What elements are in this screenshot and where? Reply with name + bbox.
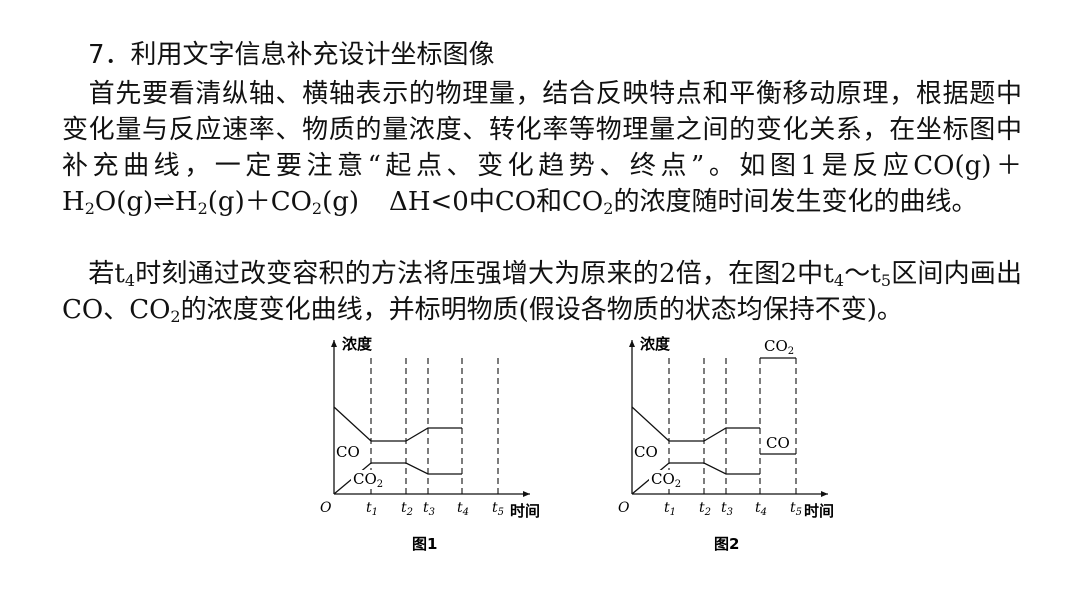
fig1-origin: O (320, 500, 332, 516)
paragraph-1: 首先要看清纵轴、横轴表示的物理量，结合反映特点和平衡移动原理，根据题中变化量与反… (62, 79, 1022, 218)
fig2-co2-label-bg (649, 470, 683, 489)
fig2-co-label-bg (633, 443, 657, 460)
fig1-tick-t4: t4 (457, 500, 469, 518)
fig1-tick-t5: t5 (492, 500, 504, 518)
fig2-tick-t4: t4 (755, 500, 767, 518)
fig2-caption: 图2 (714, 535, 739, 553)
fig2-co-new-label: CO (766, 434, 790, 452)
figure-1 (331, 340, 530, 497)
fig2-y-label: 浓度 (640, 335, 671, 353)
fig2-tick-t1: t1 (664, 500, 676, 518)
fig1-caption: 图1 (412, 535, 437, 553)
fig2-tick-t2: t2 (699, 500, 711, 518)
fig2-co-curve (631, 406, 760, 442)
fig1-tick-t1: t1 (366, 500, 378, 518)
fig1-co-curve (333, 406, 462, 442)
fig1-y-label: 浓度 (342, 335, 373, 353)
para1-text-a: 首先要看清纵轴、横轴表示的物理量，结合反映特点和平衡移动原理，根据题中变化量与反… (62, 79, 1022, 217)
paragraph-2: 若t4时刻通过改变容积的方法将压强增大为原来的2倍，在图2中t4～t5区间内画出… (62, 259, 1022, 326)
fig1-tick-t3: t3 (423, 500, 435, 518)
fig1-co2-label-bg (351, 470, 385, 489)
fig1-x-label: 时间 (510, 502, 540, 520)
para2-text-a: 若t (88, 259, 125, 289)
fig2-origin: O (618, 500, 630, 516)
fig2-tick-t3: t3 (721, 500, 733, 518)
fig1-co-label-bg (335, 443, 359, 460)
fig2-co2-new-label: CO2 (764, 337, 794, 357)
fig2-x-label: 时间 (804, 502, 834, 520)
fig1-co-label: CO (336, 443, 360, 461)
fig1-tick-t2: t2 (401, 500, 413, 518)
fig2-co2-label: CO2 (651, 470, 681, 490)
fig2-tick-t5: t5 (790, 500, 802, 518)
fig1-co2-label: CO2 (353, 470, 383, 490)
section-heading: 7．利用文字信息补充设计坐标图像 (88, 40, 495, 70)
fig2-co-label: CO (634, 443, 658, 461)
